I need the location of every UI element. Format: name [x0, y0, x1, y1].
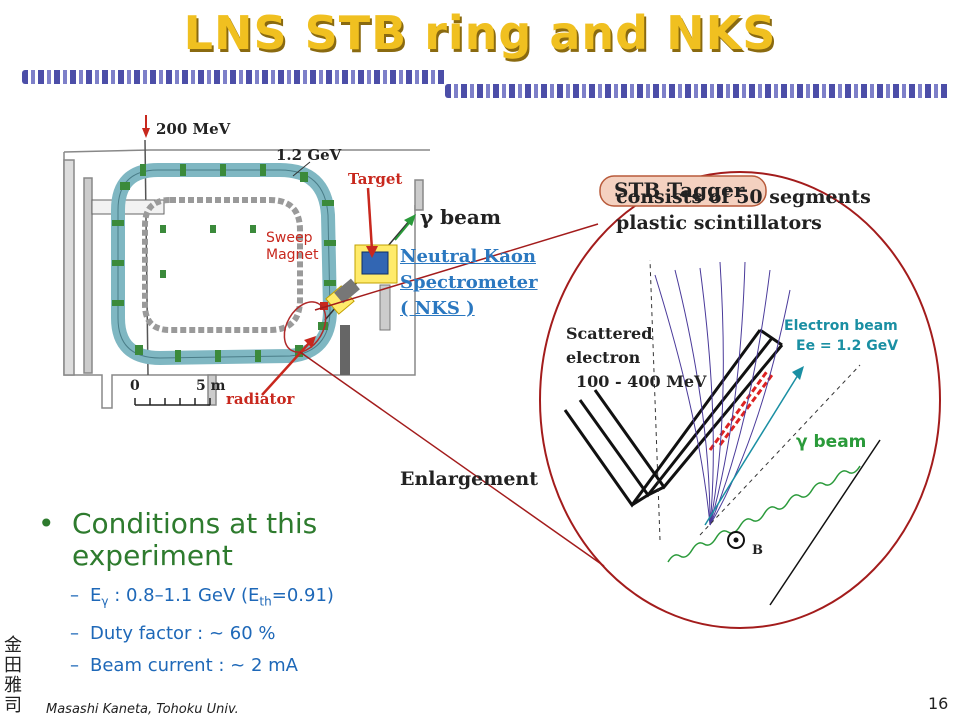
slide-title: LNS STB ring and NKS	[183, 6, 777, 60]
electron-beam-line-2: Ee = 1.2 GeV	[796, 338, 899, 354]
stb-tagger-box	[599, 175, 767, 207]
radiator-circle	[283, 301, 327, 353]
label-nks: Neutral Kaon Spectrometer ( NKS )	[400, 244, 538, 322]
label-gamma-beam-enlarged: γ beam	[796, 432, 867, 452]
stb-desc-line-2: plastic scintillators	[616, 212, 822, 234]
condition-duty-factor: Duty factor : ~ 60 %	[38, 618, 498, 650]
condition-beam-current: Beam current : ~ 2 mA	[38, 650, 498, 682]
enlargement-circle	[539, 171, 941, 629]
scattered-line-1: Scattered	[566, 324, 653, 343]
title-decoration-band-bottom	[445, 84, 950, 98]
stb-desc-line-1: consists of 50 segments	[616, 186, 871, 208]
scale-label-0: 0	[130, 378, 140, 394]
label-1-2-gev: 1.2 GeV	[276, 146, 342, 164]
label-sweep-magnet: Sweep Magnet	[266, 230, 319, 264]
tagger-hodoscope	[563, 328, 784, 508]
b-field-symbol	[727, 531, 745, 549]
eg-prefix: E	[90, 585, 102, 606]
kanji-1: 金	[4, 635, 22, 656]
conditions-heading-line-1: Conditions at this	[72, 507, 318, 540]
title-decoration-band-top	[22, 70, 447, 84]
injection-arrow	[142, 128, 150, 138]
nks-line-2: Spectrometer	[400, 272, 538, 293]
enlargement-connector-top	[314, 223, 599, 311]
eg-value: : 0.8–1.1 GeV (E	[108, 585, 260, 606]
kanji-3: 雅	[4, 675, 22, 696]
sweep-line-2: Magnet	[266, 247, 319, 263]
conditions-heading-line-2: experiment	[72, 539, 233, 572]
conditions-list: Conditions at this experiment Eγ : 0.8–1…	[38, 508, 498, 682]
scattered-electron-trajectories	[654, 261, 791, 526]
nks-line-1: Neutral Kaon	[400, 246, 536, 267]
gamma-wavy-beam	[667, 465, 861, 563]
eg-subscript: γ	[101, 594, 109, 609]
nks-detector	[361, 251, 389, 275]
scale-label-5m: 5 m	[196, 378, 226, 394]
label-target: Target	[348, 170, 403, 188]
label-electron-beam: Electron beam Ee = 1.2 GeV	[784, 316, 898, 356]
label-enlargement: Enlargement	[400, 468, 538, 490]
electron-beam-line-1: Electron beam	[784, 318, 898, 334]
label-scattered-electron: Scattered electron 100 - 400 MeV	[566, 322, 706, 394]
electron-beam-line	[704, 374, 799, 526]
building-outline	[63, 149, 430, 409]
enlargement-connector-bottom	[299, 351, 605, 567]
tagger-segments	[708, 369, 774, 451]
footer-author: Masashi Kaneta, Tohoku Univ.	[46, 702, 239, 717]
conditions-heading: Conditions at this experiment	[38, 508, 498, 572]
scattered-line-2: electron	[566, 348, 641, 367]
kanji-4: 司	[4, 695, 22, 716]
stb-tagger-title: STB Tagger	[614, 178, 745, 202]
label-gamma-beam: γ beam	[420, 205, 501, 229]
sweep-line-1: Sweep	[266, 230, 313, 246]
booster-ring	[142, 197, 303, 333]
author-kanji: 金 田 雅 司	[4, 636, 30, 716]
eth-subscript: th	[259, 594, 272, 609]
eth-value: =0.91)	[271, 585, 334, 606]
scattered-line-3: 100 - 400 MeV	[576, 372, 707, 391]
stb-description: consists of 50 segments plastic scintill…	[616, 184, 946, 236]
kanji-2: 田	[4, 655, 22, 676]
scale-bar	[134, 398, 211, 406]
condition-energy: Eγ : 0.8–1.1 GeV (Eth=0.91)	[38, 580, 498, 618]
page-number: 16	[928, 694, 949, 713]
nks-line-3: ( NKS )	[400, 298, 475, 319]
label-radiator: radiator	[226, 390, 295, 408]
label-b-field: B	[752, 543, 763, 558]
label-200-mev: 200 MeV	[156, 120, 231, 138]
ring-magnets	[112, 164, 336, 362]
